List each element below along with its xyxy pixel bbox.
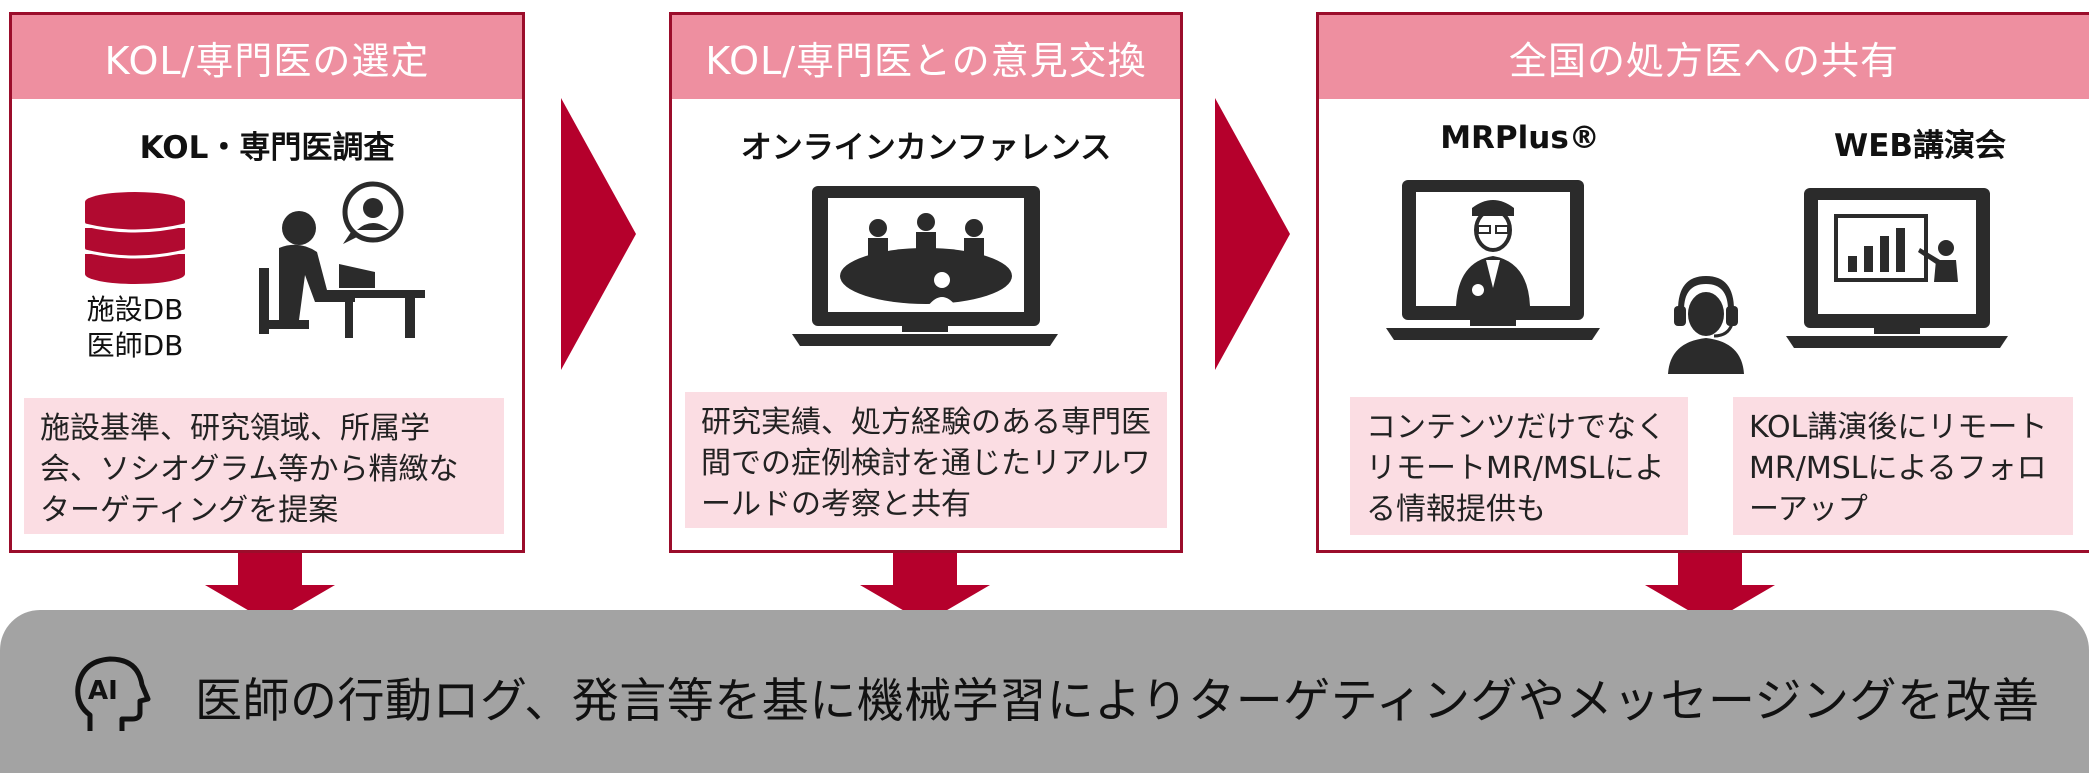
svg-text:AI: AI xyxy=(88,676,118,706)
banner-text: 医師の行動ログ、発言等を基に機械学習によりターゲティングやメッセージングを改善 xyxy=(195,674,2040,729)
down-arrow-3 xyxy=(1645,553,1775,623)
down-arrow-1 xyxy=(205,553,335,623)
laptop-presentation-icon xyxy=(1786,186,2008,350)
panel-header: KOL/専門医の選定 xyxy=(12,15,522,99)
facility-db-label: 施設DB xyxy=(86,293,184,326)
panel-header: KOL/専門医との意見交換 xyxy=(672,15,1180,99)
web-lecture-subtitle: WEB講演会 xyxy=(1834,128,2006,164)
panel-note: 研究実績、処方経験のある専門医間での症例検討を通じたリアルワールドの考察と共有 xyxy=(685,392,1167,528)
panel-note: 施設基準、研究領域、所属学会、ソシオグラム等から精緻なターゲティングを提案 xyxy=(24,398,504,534)
db-label: 施設DB 医師DB xyxy=(70,292,200,364)
flow-chevron-2 xyxy=(1215,98,1290,370)
doctor-db-label: 医師DB xyxy=(86,329,184,362)
panel-subtitle: オンラインカンファレンス xyxy=(740,130,1112,166)
panel-header: 全国の処方医への共有 xyxy=(1319,15,2089,99)
database-icon xyxy=(82,192,188,292)
consultation-icon xyxy=(255,180,435,345)
laptop-conference-icon xyxy=(792,184,1058,348)
web-lecture-note: KOL講演後にリモートMR/MSLによるフォローアップ xyxy=(1733,397,2073,535)
summary-banner xyxy=(0,610,2089,773)
down-arrow-2 xyxy=(860,553,990,623)
flow-chevron-1 xyxy=(561,98,636,370)
panel-subtitle: KOL・専門医調査 xyxy=(139,130,395,166)
headset-operator-icon xyxy=(1666,270,1746,374)
mrplus-note: コンテンツだけでなくリモートMR/MSLによる情報提供も xyxy=(1350,397,1688,535)
mrplus-subtitle: MRPlus® xyxy=(1440,120,1600,156)
laptop-doctor-icon xyxy=(1386,178,1600,342)
ai-head-icon: AI xyxy=(72,655,152,735)
